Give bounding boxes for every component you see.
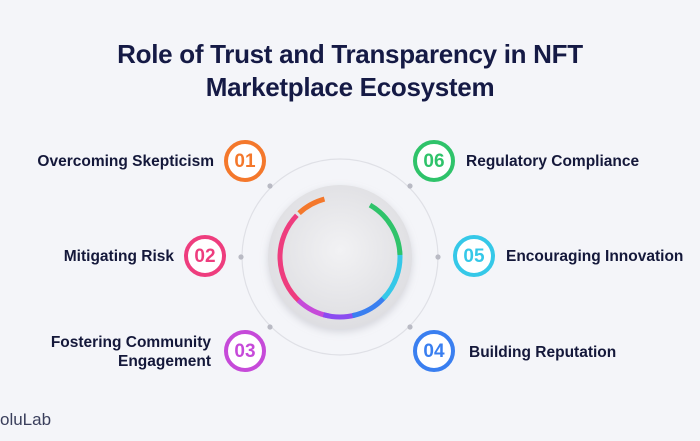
item-label-mitigating-risk: Mitigating Risk xyxy=(63,248,174,265)
guide-dots xyxy=(238,183,441,330)
item-label-encouraging-innovation: Encouraging Innovation xyxy=(506,248,684,265)
ring-arc-purple xyxy=(322,312,357,320)
badge-number: 04 xyxy=(423,340,445,362)
badge-01: 01 xyxy=(224,140,266,182)
guide-dot xyxy=(267,324,273,330)
guide-dot xyxy=(407,183,413,189)
ring-arc-green xyxy=(368,202,403,256)
badge-06: 06 xyxy=(413,140,455,182)
item-label-building-reputation: Building Reputation xyxy=(469,344,617,361)
title-line-2: Marketplace Ecosystem xyxy=(205,72,495,102)
guide-dot xyxy=(267,183,273,189)
title-line-1: Role of Trust and Transparency in NFT xyxy=(117,39,583,69)
item-label-regulatory-compliance: Regulatory Compliance xyxy=(466,153,640,170)
badge-number: 03 xyxy=(234,340,256,362)
item-label-fostering-community-engagement: Fostering Community Engagement xyxy=(51,333,211,371)
guide-dot xyxy=(407,324,413,330)
center-disc xyxy=(268,185,412,329)
badge-04: 04 xyxy=(413,330,455,372)
badge-number: 06 xyxy=(423,150,445,172)
ring-arc-cyan xyxy=(381,250,403,301)
item-label-line-1: Fostering Community xyxy=(50,334,211,351)
badge-number: 05 xyxy=(463,245,485,267)
item-label-line-2: Engagement xyxy=(117,353,211,370)
item-label-overcoming-skepticism: Overcoming Skepticism xyxy=(37,153,214,170)
badge-number: 01 xyxy=(234,150,256,172)
ring-arc-pink xyxy=(277,213,302,304)
company-logo: oluLab xyxy=(0,410,52,429)
badge-03: 03 xyxy=(224,330,266,372)
guide-dot xyxy=(435,254,441,260)
ring-arc-orange xyxy=(297,196,326,216)
badge-number: 02 xyxy=(194,245,216,267)
ring-arcs xyxy=(277,196,403,320)
guide-dot xyxy=(238,254,244,260)
page-title: Role of Trust and Transparency in NFT Ma… xyxy=(0,38,700,104)
badge-05: 05 xyxy=(453,235,495,277)
badge-02: 02 xyxy=(184,235,226,277)
